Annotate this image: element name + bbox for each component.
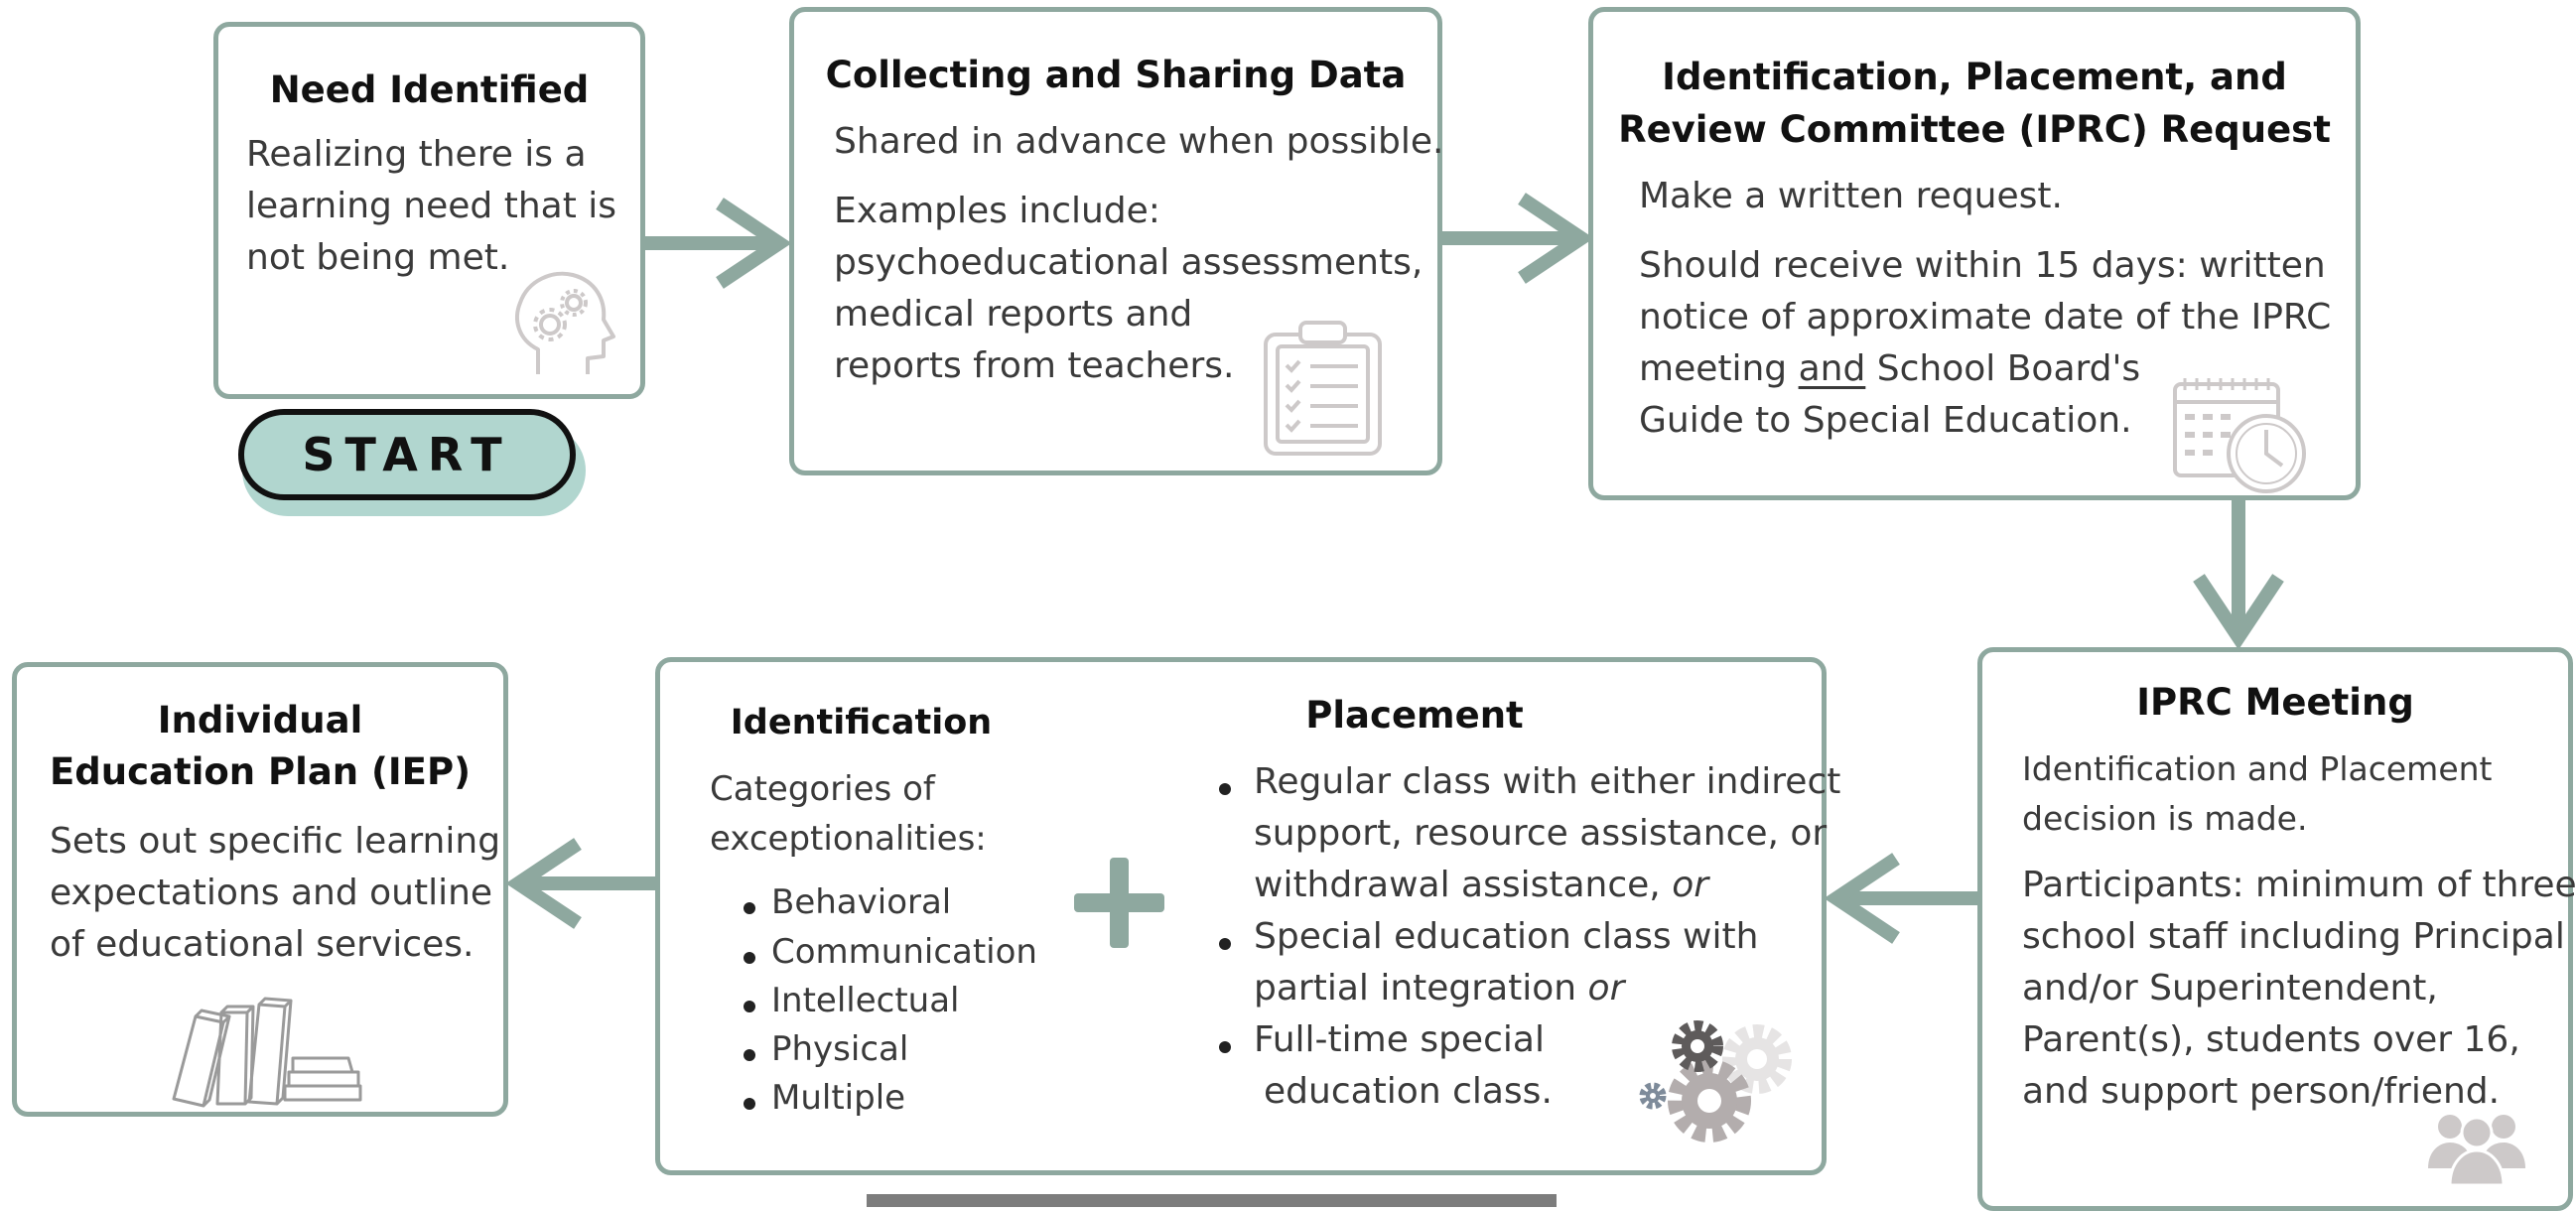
collecting-data-line-1: Examples include: — [834, 191, 1160, 231]
collecting-data-advance: Shared in advance when possible. — [834, 121, 1444, 162]
iprc-request-title-line-1: Identification, Placement, and — [1662, 56, 2287, 98]
iprc-meeting-decision-line-1: Identification and Placement — [2022, 749, 2493, 788]
identification-title: Identification — [730, 703, 993, 742]
category-communication: Communication — [771, 932, 1037, 972]
placement-bullet — [1219, 783, 1231, 795]
placement-b1-line-3-text: withdrawal assistance, — [1254, 865, 1673, 905]
start-button-label: START — [302, 428, 512, 481]
iprc-request-line-3-and: and — [1798, 348, 1866, 389]
need-identified-line-2: learning need that is — [246, 186, 617, 226]
collecting-data-title: Collecting and Sharing Data — [825, 54, 1407, 96]
identification-placement-card: Identification Categories of exceptional… — [655, 657, 1840, 1175]
arrow-need-to-collecting — [640, 198, 792, 289]
iprc-request-card: Identification, Placement, and Review Co… — [1588, 7, 2361, 500]
iprc-request-line-3-pre: meeting — [1639, 348, 1799, 389]
collecting-data-line-3: medical reports and — [834, 294, 1193, 335]
iprc-meeting-participants-line-5: and support person/friend. — [2022, 1071, 2501, 1112]
arrow-center-to-iep — [505, 838, 657, 929]
category-behavioral: Behavioral — [771, 882, 952, 922]
collecting-data-card: Collecting and Sharing Data Shared in ad… — [789, 7, 1444, 475]
arrow-collecting-to-request — [1442, 193, 1594, 284]
iprc-request-line-3: meeting and School Board's — [1639, 348, 2140, 389]
iprc-meeting-participants-line-2: school staff including Principal — [2022, 916, 2565, 957]
identification-intro-line-1: Categories of — [710, 769, 935, 809]
placement-b3-line-1: Full-time special — [1254, 1019, 1545, 1060]
iprc-meeting-participants-line-3: and/or Superintendent, — [2022, 968, 2438, 1009]
iprc-request-title-line-2: Review Committee (IPRC) Request — [1618, 108, 2331, 151]
need-identified-line-3: not being met. — [246, 237, 510, 278]
collecting-data-line-2: psychoeducational assessments, — [834, 242, 1424, 283]
placement-b2-or: or — [1587, 968, 1625, 1009]
category-bullet — [744, 1098, 755, 1110]
brain-gears-icon — [515, 271, 615, 374]
books-icon — [172, 997, 362, 1108]
placement-b2-line-1: Special education class with — [1254, 916, 1759, 957]
category-bullet — [744, 1001, 755, 1012]
iprc-request-line-1: Should receive within 15 days: written — [1639, 245, 2326, 286]
gears-icon — [1639, 1020, 1792, 1143]
iep-title-line-1: Individual — [157, 699, 363, 741]
arrow-meeting-to-center — [1824, 853, 1977, 944]
identification-intro-line-2: exceptionalities: — [710, 819, 987, 859]
category-physical: Physical — [771, 1029, 909, 1069]
category-bullet — [744, 952, 755, 964]
calendar-clock-icon — [2173, 378, 2306, 493]
iprc-meeting-participants-line-4: Parent(s), students over 16, — [2022, 1019, 2520, 1060]
placement-bullet — [1219, 938, 1231, 950]
clipboard-checklist-icon — [1264, 321, 1382, 456]
category-intellectual: Intellectual — [771, 981, 960, 1020]
start-button[interactable]: START — [238, 409, 586, 516]
iep-line-1: Sets out specific learning — [50, 821, 501, 862]
category-bullet — [744, 1049, 755, 1061]
iprc-meeting-decision-line-2: decision is made. — [2022, 799, 2308, 838]
category-bullet — [744, 902, 755, 914]
iep-line-3: of educational services. — [50, 924, 475, 965]
placement-b1-or: or — [1672, 865, 1709, 905]
category-multiple: Multiple — [771, 1078, 906, 1118]
need-identified-line-1: Realizing there is a — [246, 134, 587, 175]
placement-b1-line-3: withdrawal assistance, or — [1254, 865, 1708, 905]
placement-title: Placement — [1305, 694, 1524, 737]
placement-bullet — [1219, 1041, 1231, 1053]
iep-line-2: expectations and outline — [50, 873, 493, 913]
plus-icon — [1074, 858, 1164, 948]
iprc-request-line-4: Guide to Special Education. — [1639, 400, 2132, 441]
iprc-meeting-title: IPRC Meeting — [2136, 681, 2414, 724]
iprc-meeting-participants-line-1: Participants: minimum of three — [2022, 865, 2576, 905]
iep-title-line-2: Education Plan (IEP) — [50, 750, 471, 793]
iprc-request-line-2: notice of approximate date of the IPRC — [1639, 297, 2332, 337]
placement-b3-line-2: education class. — [1264, 1071, 1553, 1112]
need-identified-title: Need Identified — [269, 68, 590, 111]
iprc-request-line-3-post: School Board's — [1865, 348, 2141, 389]
need-identified-card: Need Identified Realizing there is a lea… — [213, 22, 645, 399]
start-button-face: START — [238, 409, 576, 500]
placement-b1-line-1: Regular class with either indirect — [1254, 761, 1841, 802]
placement-b1-line-2: support, resource assistance, or — [1254, 813, 1828, 854]
collecting-data-line-4: reports from teachers. — [834, 345, 1235, 386]
placement-b2-line-2: partial integration or — [1254, 968, 1624, 1009]
bottom-image-strip — [867, 1194, 1557, 1207]
iprc-request-written: Make a written request. — [1639, 176, 2063, 216]
placement-b2-line-2-text: partial integration — [1254, 968, 1588, 1009]
iep-card: Individual Education Plan (IEP) Sets out… — [12, 662, 508, 1117]
people-group-icon — [2428, 1115, 2525, 1187]
arrow-request-to-meeting — [2193, 498, 2284, 650]
iprc-meeting-card: IPRC Meeting Identification and Placemen… — [1977, 647, 2576, 1211]
